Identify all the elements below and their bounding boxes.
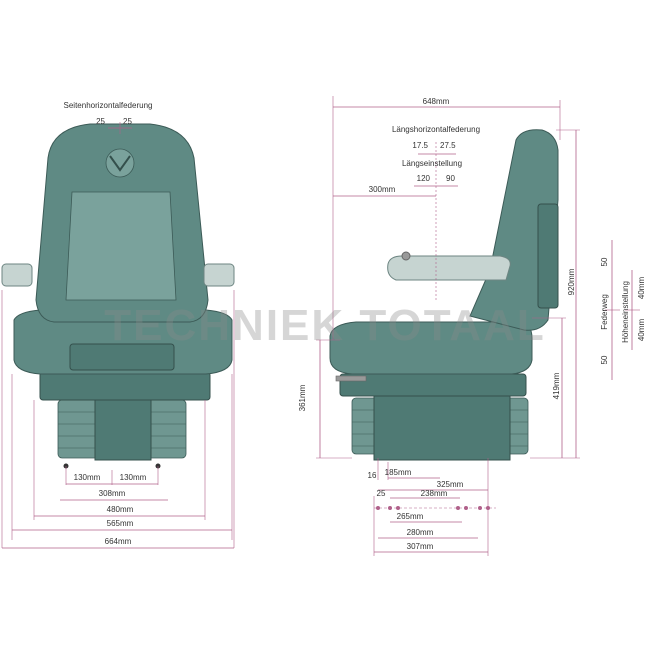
slot-span-label: 238mm bbox=[421, 489, 448, 498]
side-view-seat bbox=[329, 129, 559, 461]
front-seat-cushion bbox=[13, 309, 233, 375]
side-armrest bbox=[387, 255, 511, 281]
front-view-seat bbox=[1, 123, 235, 469]
height-total-label: 920mm bbox=[567, 268, 576, 295]
length-adjust-back-value: 120 bbox=[417, 174, 431, 183]
rail-total-label: 325mm bbox=[437, 480, 464, 489]
longitudinal-forward-value: 27.5 bbox=[440, 141, 456, 150]
height-adjust-up-value: 40mm bbox=[637, 277, 646, 300]
lateral-left-value: 25 bbox=[96, 117, 105, 126]
seat-width-label: 565mm bbox=[107, 519, 134, 528]
hole-280-label: 280mm bbox=[407, 528, 434, 537]
mount-right-label: 130mm bbox=[120, 473, 147, 482]
longitudinal-suspension-title: Längshorizontalfederung bbox=[392, 125, 480, 134]
suspension-down-value: 50 bbox=[600, 355, 609, 364]
seat-height-upper-label: 419mm bbox=[552, 372, 561, 399]
suspension-travel-label: Federweg bbox=[600, 294, 609, 330]
front-armrest-right bbox=[203, 263, 235, 287]
front-dimensions bbox=[1, 122, 235, 549]
hole-265-label: 265mm bbox=[397, 512, 424, 521]
slot-offset-label: 25 bbox=[377, 489, 386, 498]
length-adjust-title: Längseinstellung bbox=[402, 159, 462, 168]
overall-width-label: 664mm bbox=[105, 537, 132, 546]
rail-front-label: 185mm bbox=[385, 468, 412, 477]
hole-307-label: 307mm bbox=[407, 542, 434, 551]
mount-spacing-label: 308mm bbox=[99, 489, 126, 498]
mount-left-label: 130mm bbox=[74, 473, 101, 482]
base-width-label: 480mm bbox=[107, 505, 134, 514]
seat-height-lower-label: 361mm bbox=[298, 384, 307, 411]
offset-small-label: 16 bbox=[368, 471, 377, 480]
height-adjust-label: Höheneinstellung bbox=[621, 281, 630, 343]
height-adjust-down-value: 40mm bbox=[637, 319, 646, 342]
front-bellows bbox=[39, 371, 211, 461]
length-adjust-forward-value: 90 bbox=[446, 174, 455, 183]
backrest-offset-label: 300mm bbox=[369, 185, 396, 194]
overall-depth-label: 648mm bbox=[423, 97, 450, 106]
front-armrest-left bbox=[1, 263, 33, 287]
longitudinal-back-value: 17.5 bbox=[412, 141, 428, 150]
side-dimensions bbox=[316, 96, 640, 556]
suspension-up-value: 50 bbox=[600, 257, 609, 266]
lateral-suspension-title: Seitenhorizontalfederung bbox=[64, 101, 153, 110]
side-seat-cushion bbox=[329, 321, 533, 375]
watermark: TECHNIEK TOTAAL bbox=[104, 301, 545, 350]
lateral-right-value: 25 bbox=[123, 117, 132, 126]
